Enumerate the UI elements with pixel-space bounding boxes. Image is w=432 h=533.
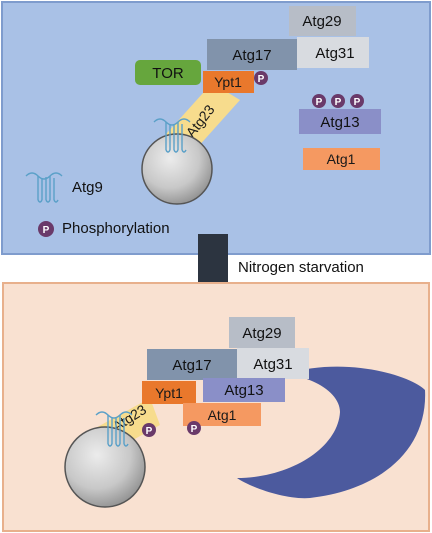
svg-text:P: P: [258, 74, 265, 85]
top-atg13: Atg13: [299, 109, 381, 134]
top-atg1-box: [303, 148, 380, 170]
top-tor: TOR: [135, 60, 201, 85]
bottom-atg17: Atg17: [147, 349, 237, 380]
top-atg1: Atg1: [303, 148, 380, 170]
top-atg31-box: [297, 37, 369, 68]
free-atg9-label: Atg9: [72, 179, 103, 196]
transition-label: Nitrogen starvation: [238, 259, 364, 276]
top-ypt1-box: [203, 71, 254, 93]
svg-text:P: P: [43, 225, 50, 236]
bottom-atg31-box: [237, 348, 309, 379]
bottom-atg23-phospho-icon: P: [142, 423, 156, 437]
top-atg13-box: [299, 109, 381, 134]
top-atg31: Atg31: [297, 37, 369, 68]
bottom-atg29: Atg29: [229, 317, 295, 348]
svg-text:P: P: [316, 97, 323, 108]
top-atg1-label: Atg1: [327, 151, 356, 167]
legend-label: Phosphorylation: [62, 220, 170, 237]
bottom-atg31: Atg31: [237, 348, 309, 379]
top-ypt1: Ypt1: [203, 71, 254, 93]
top-atg17-box: [207, 39, 297, 70]
top-ypt1-phospho-icon: P: [254, 71, 268, 85]
bottom-vesicle: [64, 426, 146, 508]
top-atg13-phospho-icon-3: P: [350, 94, 364, 108]
bottom-atg29-box: [229, 317, 295, 348]
top-tor-box: [135, 60, 201, 85]
bottom-atg1-phospho-icon: P: [187, 421, 201, 435]
svg-text:P: P: [191, 424, 198, 435]
top-atg17: Atg17: [207, 39, 297, 70]
bottom-atg13-box: [203, 378, 285, 402]
legend-phospho-icon: P: [38, 221, 54, 237]
svg-text:P: P: [335, 97, 342, 108]
top-atg13-phospho-icon-1: P: [312, 94, 326, 108]
bottom-ypt1-label: Ypt1: [155, 385, 183, 401]
top-atg29-box: [289, 6, 356, 36]
bottom-atg31-label: Atg31: [253, 356, 292, 373]
top-panel: Atg23 Atg29 Atg31 Atg17 TOR: [1, 1, 431, 255]
top-atg13-phospho-icon-2: P: [331, 94, 345, 108]
svg-text:P: P: [146, 426, 153, 437]
bottom-ypt1: Ypt1: [142, 381, 196, 404]
top-tor-label: TOR: [152, 65, 184, 82]
bottom-ypt1-box: [142, 381, 196, 404]
top-atg29: Atg29: [289, 6, 356, 36]
top-atg17-label: Atg17: [232, 47, 271, 64]
free-atg9-icon: [25, 172, 63, 203]
phosphorylation-legend: P Phosphorylation: [38, 220, 170, 237]
top-atg9-on-vesicle-icon: [153, 118, 191, 153]
bottom-atg1-box: [183, 403, 261, 426]
top-atg31-label: Atg31: [315, 45, 354, 62]
bottom-atg1: Atg1: [183, 403, 261, 426]
bottom-atg17-label: Atg17: [172, 357, 211, 374]
bottom-atg29-label: Atg29: [242, 325, 281, 342]
top-atg13-label: Atg13: [320, 114, 359, 131]
bottom-atg17-box: [147, 349, 237, 380]
bottom-atg9-on-vesicle-icon: [95, 411, 133, 447]
bottom-atg13-label: Atg13: [224, 382, 263, 399]
top-atg29-label: Atg29: [302, 13, 341, 30]
top-vesicle: [141, 133, 213, 205]
bottom-panel: Atg23 P Atg29 Atg31 Atg17: [2, 282, 430, 532]
bottom-atg1-label: Atg1: [208, 407, 237, 423]
isolation-membrane: [237, 366, 426, 499]
bottom-atg13: Atg13: [203, 378, 285, 402]
top-ypt1-label: Ypt1: [214, 74, 242, 90]
svg-text:P: P: [354, 97, 361, 108]
